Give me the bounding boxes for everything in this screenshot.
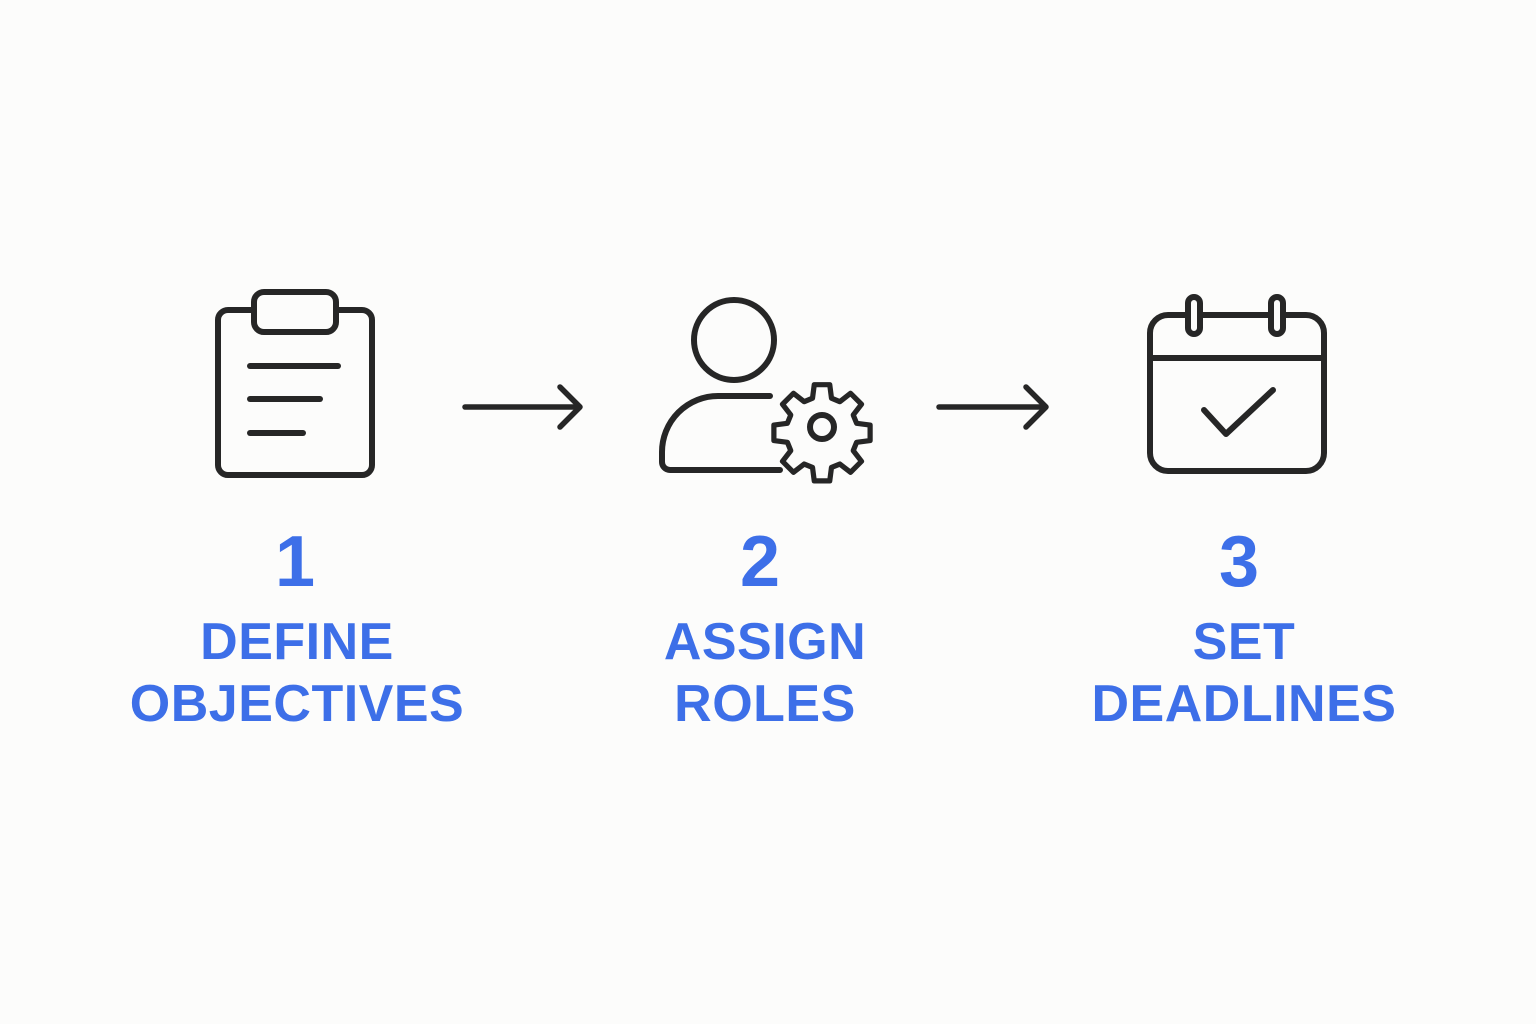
step-number: 3 — [1218, 522, 1260, 602]
step-number: 1 — [274, 522, 316, 602]
step-label: DEFINE OBJECTIVES — [87, 611, 507, 735]
step-label: ASSIGN ROLES — [555, 611, 975, 735]
step-label-line: SET — [1192, 613, 1296, 671]
user-gear-icon — [655, 295, 880, 484]
step-label-line: DEADLINES — [1091, 675, 1397, 733]
step-label-line: DEFINE — [200, 613, 394, 671]
arrow-right-icon — [460, 382, 586, 432]
step-number: 2 — [739, 522, 781, 602]
calendar-check-icon — [1144, 292, 1330, 478]
step-label-line: ROLES — [674, 675, 856, 733]
step-label-line: ASSIGN — [663, 613, 867, 671]
step-label-line: OBJECTIVES — [129, 675, 465, 733]
arrow-right-icon — [934, 382, 1054, 432]
step-label: SET DEADLINES — [1034, 611, 1454, 735]
clipboard-icon — [212, 286, 378, 482]
